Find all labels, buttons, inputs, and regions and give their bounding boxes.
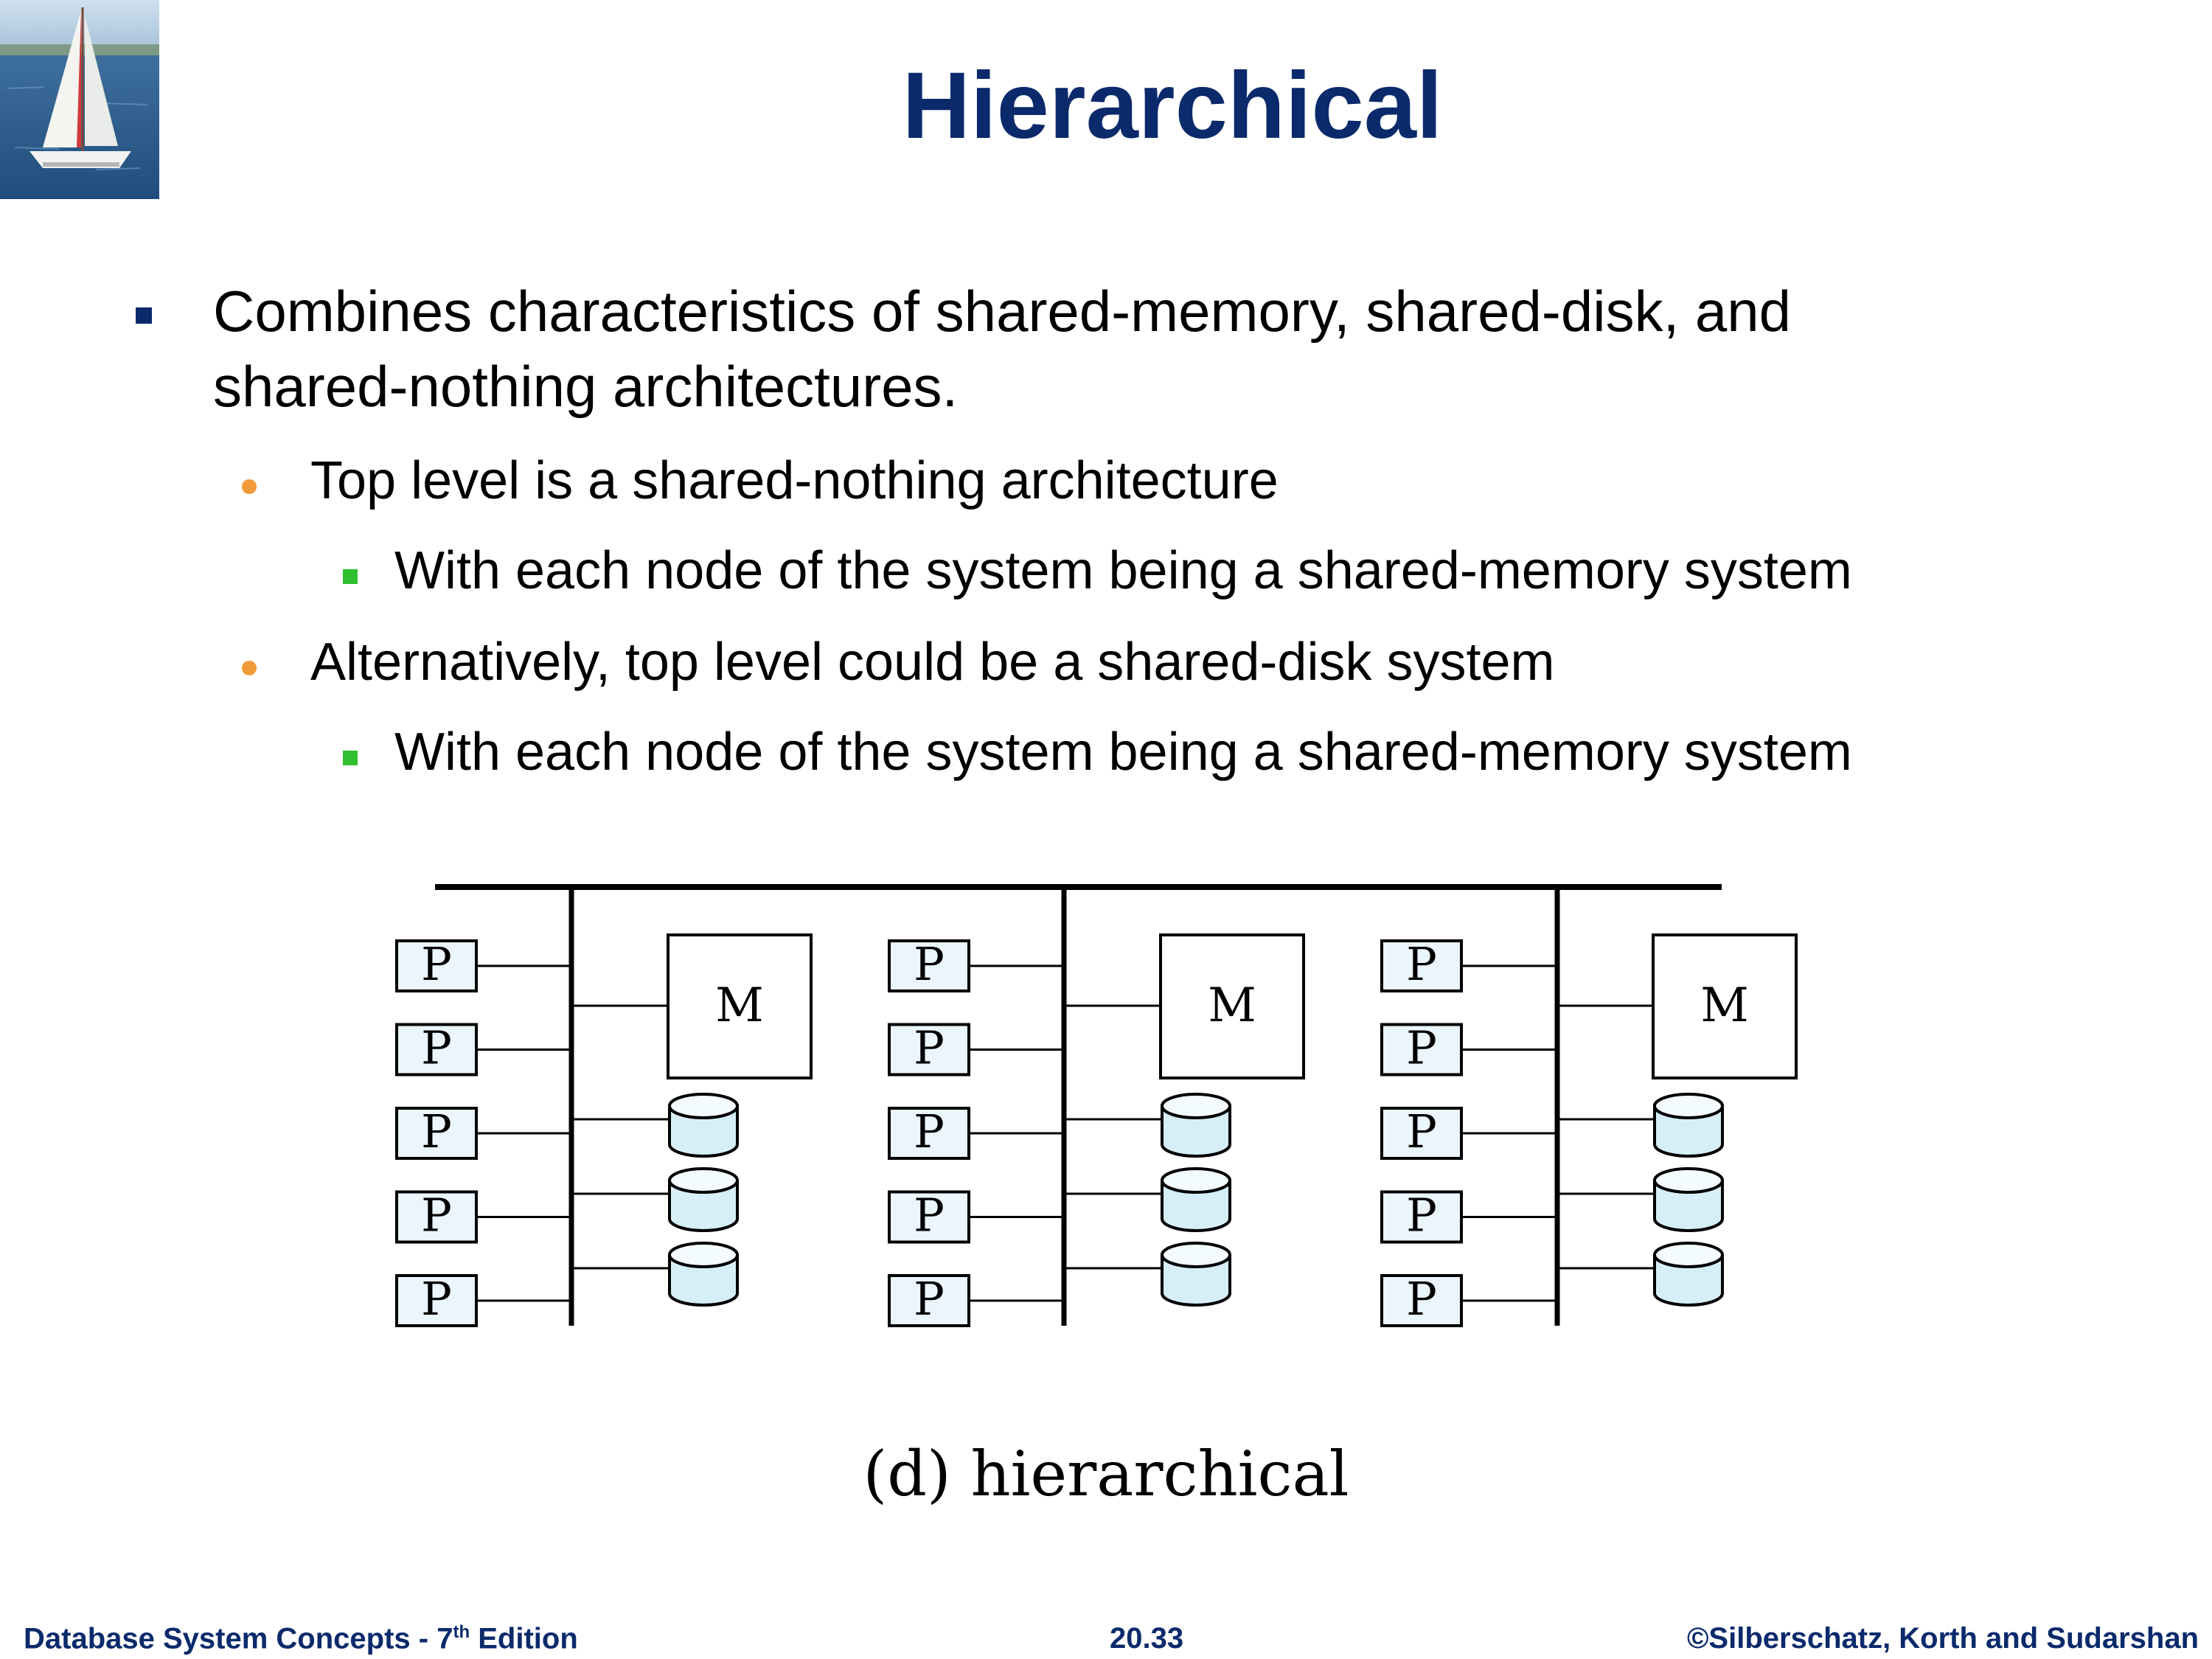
processor-box [395, 1274, 478, 1327]
footer-book-title: Database System Concepts - 7th Edition [24, 1622, 578, 1655]
memory-label: M [1208, 978, 1256, 1033]
disk-cylinder [1653, 1179, 1724, 1232]
bullet-text: With each node of the system being a sha… [394, 541, 1852, 600]
processor-label: P [421, 1272, 452, 1326]
disk-cylinder [1161, 1179, 1231, 1232]
disk-top [668, 1242, 739, 1268]
processor-box [888, 939, 970, 992]
disk-top [1161, 1093, 1231, 1119]
bullet-text: Combines characteristics of shared-memor… [213, 279, 1792, 344]
processor-box [395, 1190, 478, 1244]
diagram-caption: (d) hierarchical [863, 1438, 1349, 1510]
processor-box [888, 1274, 970, 1327]
processor-label: P [1406, 937, 1437, 991]
processor-label: P [1406, 1189, 1437, 1242]
processor-box [1380, 1274, 1463, 1327]
bullet-text: Alternatively, top level could be a shar… [310, 633, 1555, 692]
processor-label: P [914, 1272, 945, 1326]
disk-cylinder [668, 1105, 739, 1158]
memory-label: M [1700, 978, 1749, 1033]
slide-title: Hierarchical [902, 53, 1443, 159]
bullet-text: Top level is a shared-nothing architectu… [310, 451, 1279, 510]
disk-cylinder [1161, 1105, 1231, 1158]
processor-label: P [421, 937, 452, 991]
disk-top [1653, 1242, 1724, 1268]
disk-top [668, 1093, 739, 1119]
square-bullet-icon [343, 751, 358, 765]
processor-box [395, 1023, 478, 1077]
disk-top [1161, 1242, 1231, 1268]
footer-copyright: ©Silberschatz, Korth and Sudarshan [1686, 1622, 2199, 1655]
memory-box [1159, 933, 1305, 1079]
memory-label: M [715, 978, 764, 1033]
memory-box [1652, 933, 1798, 1079]
processor-box [1380, 939, 1463, 992]
processor-label: P [914, 1189, 945, 1242]
disk-cylinder [1653, 1253, 1724, 1307]
sailboat-logo [0, 0, 159, 199]
processor-label: P [914, 1021, 945, 1075]
processor-label: P [1406, 1272, 1437, 1326]
disk-top [1653, 1167, 1724, 1194]
footer-edition-superscript: th [453, 1622, 470, 1642]
square-bullet-icon [136, 307, 152, 324]
processor-label: P [1406, 1021, 1437, 1075]
round-bullet-icon [242, 661, 257, 675]
disk-cylinder [1161, 1253, 1231, 1307]
processor-box [1380, 1023, 1463, 1077]
processor-label: P [421, 1189, 452, 1242]
footer-edition-text: Edition [470, 1622, 578, 1655]
processor-label: P [1406, 1105, 1437, 1158]
bullet-text: With each node of the system being a sha… [394, 723, 1852, 782]
memory-box [667, 933, 813, 1079]
processor-label: P [421, 1105, 452, 1158]
footer-slide-number: 20.33 [1110, 1622, 1184, 1655]
disk-cylinder [668, 1253, 739, 1307]
square-bullet-icon [343, 569, 358, 584]
disk-cylinder [668, 1179, 739, 1232]
processor-label: P [421, 1021, 452, 1075]
round-bullet-icon [242, 479, 257, 494]
processor-label: P [914, 1105, 945, 1158]
disk-top [668, 1167, 739, 1194]
footer-book-title-text: Database System Concepts - 7 [24, 1622, 453, 1655]
disk-top [1653, 1093, 1724, 1119]
bullet-text: shared-nothing architectures. [213, 354, 959, 419]
disk-top [1161, 1167, 1231, 1194]
processor-label: P [914, 937, 945, 991]
disk-cylinder [1653, 1105, 1724, 1158]
processor-box [1380, 1107, 1463, 1160]
